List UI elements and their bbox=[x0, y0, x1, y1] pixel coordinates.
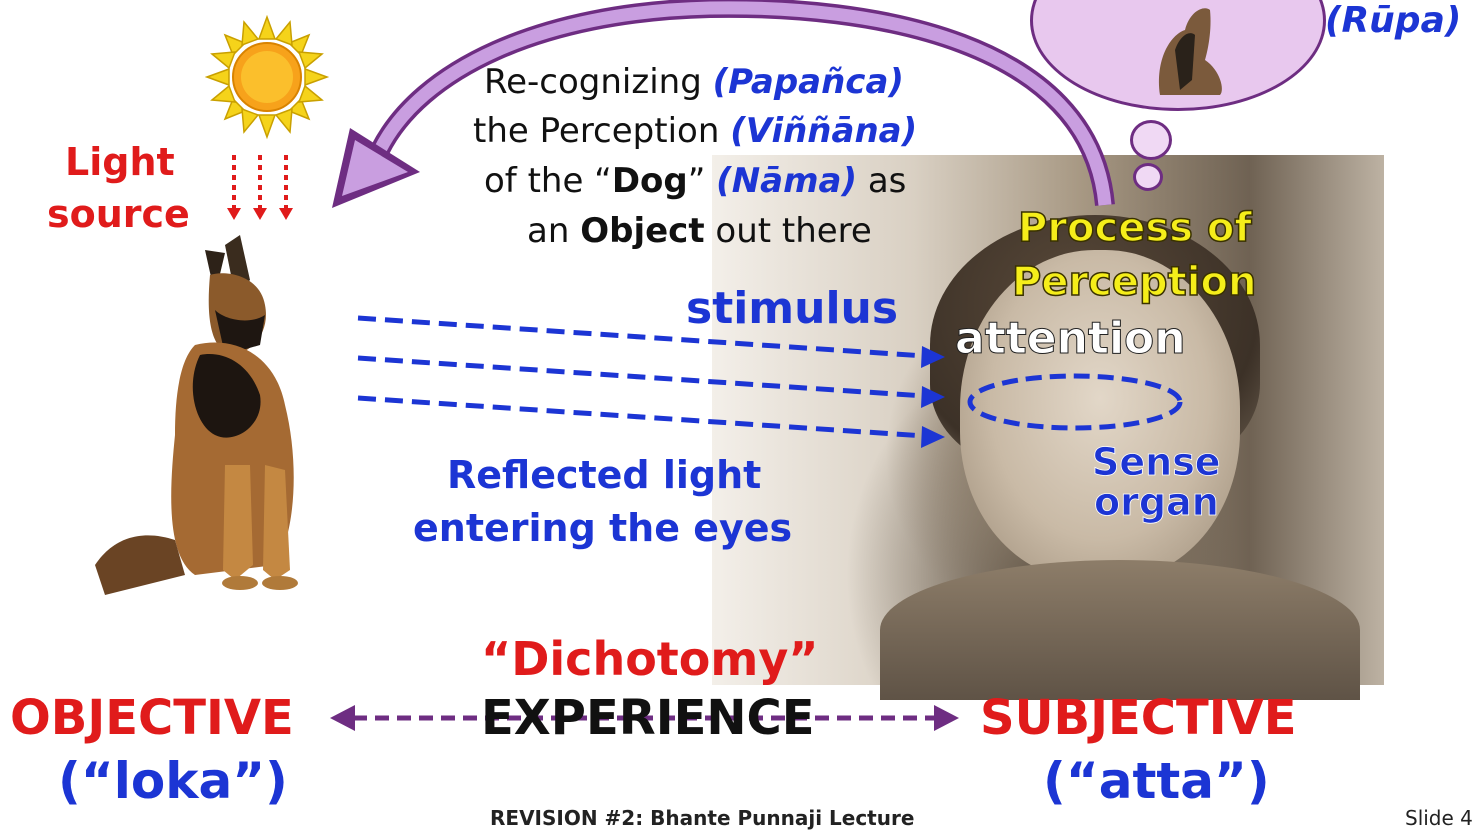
source-label: source bbox=[47, 192, 190, 236]
footer-text: REVISION #2: Bhante Punnaji Lecture bbox=[490, 806, 914, 830]
thought-bubble-large bbox=[1130, 120, 1172, 160]
objective-label: OBJECTIVE bbox=[10, 690, 294, 746]
caption-line-1: Re-cognizing (Papañca) bbox=[484, 62, 904, 102]
attention-label: attention bbox=[955, 313, 1186, 364]
subjective-label: SUBJECTIVE bbox=[980, 690, 1297, 746]
caption-line-4: an Object out there bbox=[527, 211, 872, 251]
thought-bubble-small bbox=[1133, 163, 1163, 191]
loka-label: (“loka”) bbox=[58, 752, 288, 810]
process-label-2: Perception bbox=[1012, 259, 1256, 305]
sense-label: Sense bbox=[1092, 440, 1221, 484]
reflected-label-2: entering the eyes bbox=[413, 506, 792, 550]
light-label: Light bbox=[65, 140, 175, 184]
caption-line-3: of the “Dog” (Nāma) as bbox=[484, 161, 906, 201]
dog-in-cloud-icon bbox=[1130, 0, 1240, 100]
atta-label: (“atta”) bbox=[1043, 752, 1270, 810]
experience-label: EXPERIENCE bbox=[481, 690, 815, 746]
eye-highlight bbox=[960, 365, 1190, 440]
rupa-label: (Rūpa) bbox=[1325, 0, 1461, 41]
stimulus-arrows bbox=[350, 300, 950, 450]
dog-image bbox=[75, 235, 335, 605]
caption-line-2: the Perception (Viññāna) bbox=[473, 111, 917, 151]
light-rays-icon bbox=[222, 150, 302, 225]
organ-label: organ bbox=[1094, 480, 1219, 524]
woman-shoulders bbox=[880, 560, 1360, 700]
dichotomy-label: “Dichotomy” bbox=[481, 632, 819, 686]
slide-label: Slide 4 bbox=[1405, 806, 1473, 830]
process-label-1: Process of bbox=[1018, 205, 1252, 251]
reflected-label-1: Reflected light bbox=[447, 453, 761, 497]
